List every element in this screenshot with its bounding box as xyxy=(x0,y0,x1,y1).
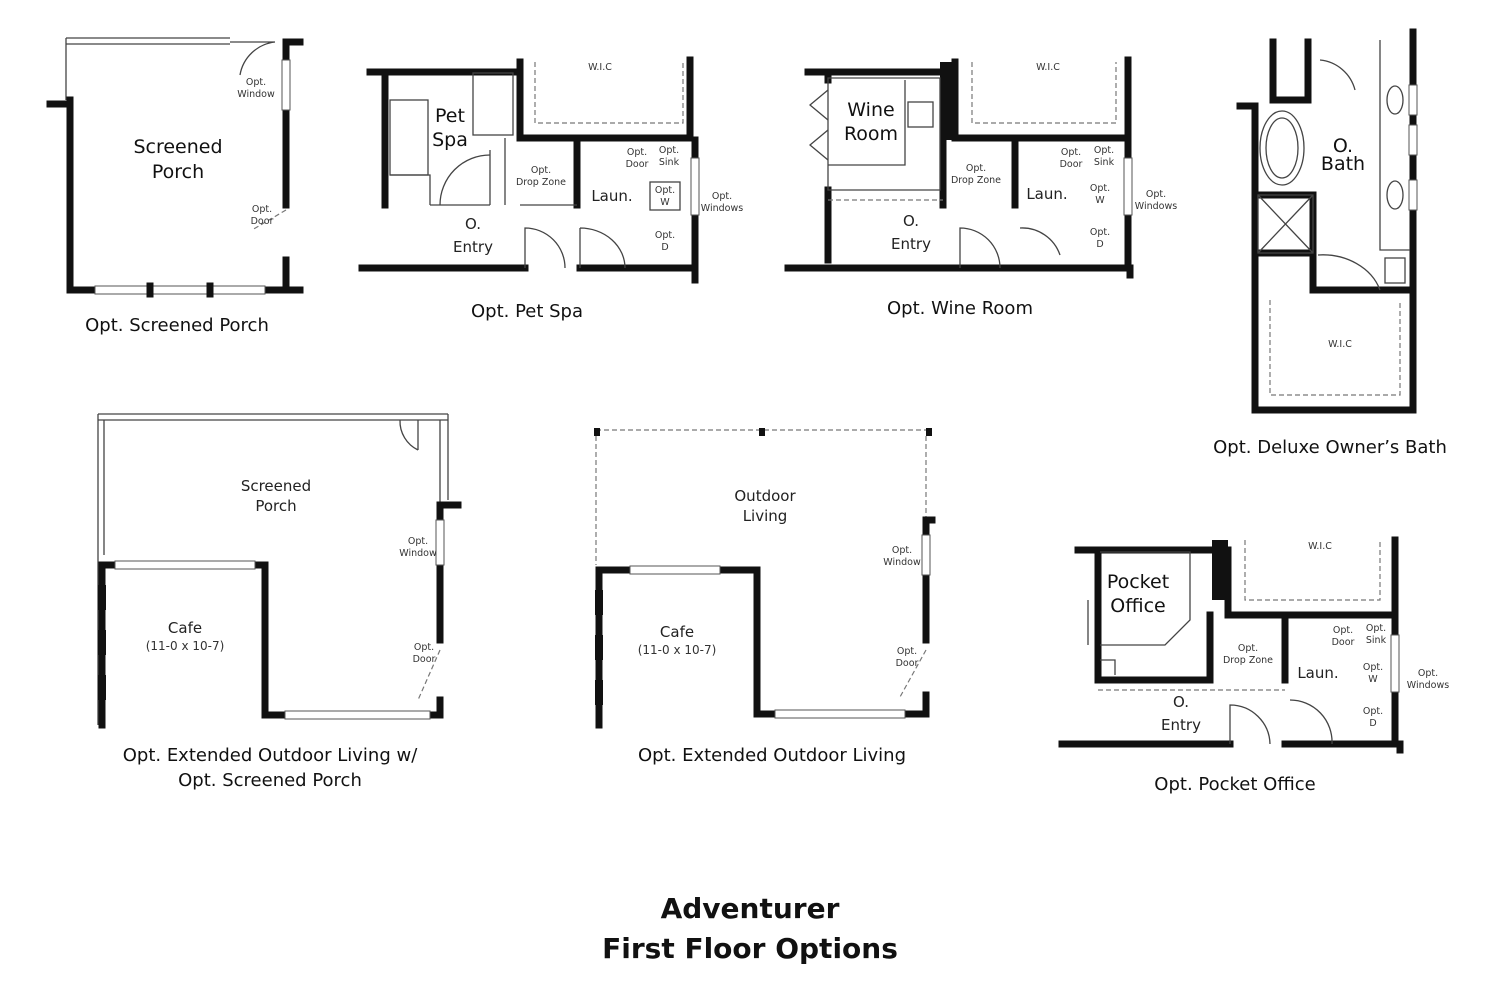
plan-wine-room: W.I.C Wine Room Opt. Drop Zone Opt. Door… xyxy=(784,56,1177,319)
opt-door-label: Opt. xyxy=(414,642,434,653)
opt-door-label: Opt. xyxy=(1333,625,1353,636)
opt-d-label: D xyxy=(1096,239,1103,250)
opt-w-label: W xyxy=(660,197,670,208)
drop-zone-label: Opt. xyxy=(966,163,986,174)
plan-caption: Opt. Wine Room xyxy=(887,298,1033,319)
opt-sink-label: Opt. xyxy=(1094,145,1114,156)
opt-window-label: Opt. xyxy=(892,545,912,556)
sheet-title: Adventurer xyxy=(661,892,840,925)
opt-w-label: W xyxy=(1368,674,1378,685)
opt-door-label: Door xyxy=(896,658,919,669)
opt-windows-label: Windows xyxy=(1135,201,1177,212)
plan-screened-porch: Screened Porch Opt. Window Opt. Door Opt… xyxy=(46,37,304,336)
plan-caption: Opt. Screened Porch xyxy=(178,770,362,791)
room-label: Bath xyxy=(1321,153,1365,175)
cafe-dimensions: (11-0 x 10-7) xyxy=(638,643,717,657)
entry-label: O. xyxy=(465,215,481,233)
opt-windows-label: Opt. xyxy=(1418,668,1438,679)
opt-sink-label: Sink xyxy=(1094,157,1115,168)
opt-w-label: Opt. xyxy=(1363,662,1383,673)
sheet-subtitle: First Floor Options xyxy=(602,932,898,965)
plan-pocket-office: W.I.C Pocket Office Opt. Drop Zone Opt. … xyxy=(1058,536,1449,795)
opt-sink-label: Sink xyxy=(659,157,680,168)
cafe-dimensions: (11-0 x 10-7) xyxy=(146,639,225,653)
opt-sink-label: Opt. xyxy=(1366,623,1386,634)
opt-door-label: Opt. xyxy=(252,204,272,215)
opt-d-label: Opt. xyxy=(1090,227,1110,238)
plan-caption: Opt. Pet Spa xyxy=(471,301,583,322)
wic-label: W.I.C xyxy=(1036,62,1060,73)
room-label: Living xyxy=(743,507,788,525)
opt-d-label: D xyxy=(661,242,668,253)
drop-zone-label: Opt. xyxy=(1238,643,1258,654)
laundry-label: Laun. xyxy=(1026,185,1067,203)
opt-window-label: Window xyxy=(883,557,921,568)
opt-sink-label: Sink xyxy=(1366,635,1387,646)
opt-door-label: Door xyxy=(251,216,274,227)
room-label: Room xyxy=(844,123,898,145)
opt-d-label: D xyxy=(1369,718,1376,729)
opt-door-label: Door xyxy=(626,159,649,170)
cafe-label: Cafe xyxy=(660,623,694,641)
entry-label: Entry xyxy=(891,235,931,253)
room-label: Pet xyxy=(435,105,465,127)
plan-pet-spa: W.I.C Pet Spa Opt. Drop Zone Opt. Door O… xyxy=(358,56,743,322)
opt-door-label: Door xyxy=(413,654,436,665)
opt-windows-label: Opt. xyxy=(712,191,732,202)
plan-caption: Opt. Pocket Office xyxy=(1154,774,1315,795)
opt-window-label: Opt. xyxy=(408,536,428,547)
opt-window-label: Opt. xyxy=(246,77,266,88)
plan-caption: Opt. Extended Outdoor Living w/ xyxy=(123,745,418,766)
laundry-label: Laun. xyxy=(591,187,632,205)
opt-door-label: Opt. xyxy=(897,646,917,657)
room-label: Pocket xyxy=(1107,571,1169,593)
room-label: Spa xyxy=(432,129,468,151)
plan-owners-bath: O. Bath W.I.C Opt. Deluxe Owner’s Bath xyxy=(1213,28,1447,458)
room-label: Outdoor xyxy=(734,487,796,505)
plan-extended-outdoor: Outdoor Living Opt. Window Cafe (11-0 x … xyxy=(594,428,936,766)
opt-door-label: Opt. xyxy=(1061,147,1081,158)
wic-label: W.I.C xyxy=(588,62,612,73)
opt-door-label: Door xyxy=(1060,159,1083,170)
opt-window-label: Window xyxy=(399,548,437,559)
opt-door-label: Door xyxy=(1332,637,1355,648)
opt-w-label: Opt. xyxy=(1090,183,1110,194)
plan-caption: Opt. Screened Porch xyxy=(85,315,269,336)
drop-zone-label: Opt. xyxy=(531,165,551,176)
entry-label: Entry xyxy=(1161,716,1201,734)
drop-zone-label: Drop Zone xyxy=(1223,655,1273,666)
drop-zone-label: Drop Zone xyxy=(516,177,566,188)
room-label: O. xyxy=(1333,135,1353,157)
laundry-label: Laun. xyxy=(1297,664,1338,682)
entry-label: Entry xyxy=(453,238,493,256)
room-label: Porch xyxy=(152,161,204,183)
wic-label: W.I.C xyxy=(1328,339,1352,350)
plan-extended-screened: Screened Porch Opt. Window Cafe (11-0 x … xyxy=(97,413,462,791)
opt-w-label: Opt. xyxy=(655,185,675,196)
opt-window-label: Window xyxy=(237,89,275,100)
opt-w-label: W xyxy=(1095,195,1105,206)
opt-sink-label: Opt. xyxy=(659,145,679,156)
opt-windows-label: Opt. xyxy=(1146,189,1166,200)
plan-caption: Opt. Deluxe Owner’s Bath xyxy=(1213,437,1447,458)
entry-label: O. xyxy=(1173,693,1189,711)
opt-windows-label: Windows xyxy=(1407,680,1449,691)
opt-windows-label: Windows xyxy=(701,203,743,214)
opt-d-label: Opt. xyxy=(1363,706,1383,717)
cafe-label: Cafe xyxy=(168,619,202,637)
opt-door-label: Opt. xyxy=(627,147,647,158)
entry-label: O. xyxy=(903,212,919,230)
drop-zone-label: Drop Zone xyxy=(951,175,1001,186)
opt-d-label: Opt. xyxy=(655,230,675,241)
room-label: Screened xyxy=(133,136,222,158)
plan-caption: Opt. Extended Outdoor Living xyxy=(638,745,906,766)
room-label: Screened xyxy=(241,477,311,495)
room-label: Wine xyxy=(847,99,894,121)
room-label: Porch xyxy=(255,497,296,515)
wic-label: W.I.C xyxy=(1308,541,1332,552)
room-label: Office xyxy=(1110,595,1165,617)
